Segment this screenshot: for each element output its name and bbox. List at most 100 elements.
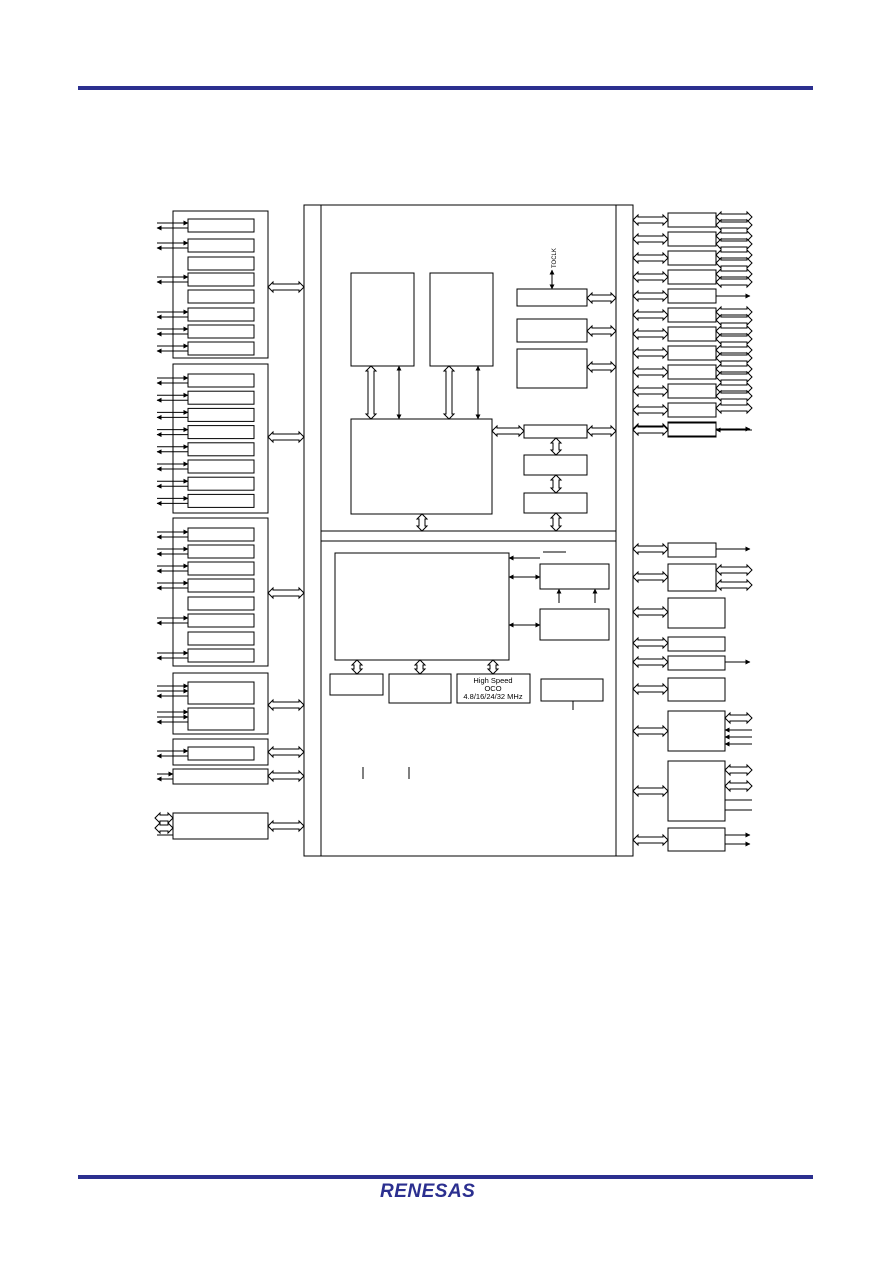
memory-2-bus-arrow: [442, 365, 456, 420]
port-bus-arrow: [632, 346, 669, 360]
timer-block: [516, 288, 588, 307]
port-io-arrow: [715, 256, 753, 270]
bottom-block-main-bus-arrow: [267, 819, 305, 833]
bottom-block-bus-arrow: [154, 821, 174, 835]
serial-block-2: [667, 563, 717, 592]
io-bottom-block: [172, 812, 269, 840]
port-bus-arrow: [632, 365, 669, 379]
group-2-bus-arrow: [267, 430, 305, 444]
io-port-block: [667, 307, 717, 323]
touch-sensor-block: [667, 760, 726, 822]
adc-bus-arrow: [632, 724, 669, 738]
io-port-block: [667, 231, 717, 247]
io-port-block: [667, 288, 717, 304]
io-group-2-block: [187, 407, 255, 422]
dac-bus-arrow: [632, 655, 669, 669]
serial-2-io-arrow: [715, 578, 753, 592]
controller-block-2: [523, 492, 588, 514]
io-group-1-block: [187, 324, 255, 339]
group-5-bus-arrow: [267, 745, 305, 759]
port-bus-arrow: [632, 423, 669, 437]
port-io-arrow: [715, 332, 753, 346]
io-group-2-block: [187, 442, 255, 457]
comparator-bus-arrow: [632, 636, 669, 650]
io-port-block: [667, 269, 717, 285]
io-group-1-block: [187, 256, 255, 271]
io-group-2-frame: [172, 363, 269, 514]
dma-cpu-arrow: [491, 424, 525, 438]
serial-2-io-arrow: [715, 563, 753, 577]
io-group-3-block: [187, 578, 255, 593]
oscillator-label-line3: 4.8/16/24/32 MHz: [463, 692, 522, 701]
io-group-3-block: [187, 613, 255, 628]
io-group-4-frame: [172, 672, 269, 735]
left-peripheral-column: [154, 210, 305, 840]
peripheral-a-bus-arrow: [586, 324, 617, 338]
io-group-1-block: [187, 341, 255, 356]
io-group-2-block: [187, 390, 255, 405]
port-io-arrow: [715, 389, 753, 403]
right-peripheral-column: [632, 210, 753, 852]
port-bus-arrow: [632, 232, 669, 246]
group-3-bus-arrow: [267, 586, 305, 600]
port-bus-arrow: [632, 213, 669, 227]
group-4-bus-arrow: [267, 698, 305, 712]
io-group-2-block: [187, 476, 255, 491]
core-section-frame: [320, 204, 617, 532]
io-group-1-frame: [172, 210, 269, 359]
lcd-bus-arrow: [632, 833, 669, 847]
clock-source-block-1: [329, 673, 384, 696]
io-port-block: [667, 250, 717, 266]
port-io-arrow: [715, 313, 753, 327]
adc-block: [667, 710, 726, 752]
vco-pin-label: TOCLK: [552, 248, 558, 268]
io-group-2-block: [187, 493, 255, 508]
io-port-block: [667, 212, 717, 228]
watchdog-block: [540, 678, 604, 702]
crc-block: [667, 677, 726, 702]
oco-link: [486, 659, 500, 675]
serial-2-bus-arrow: [632, 570, 669, 584]
io-group-2-block: [187, 373, 255, 388]
memory-block-2: [429, 272, 494, 367]
io-group-1-block: [187, 218, 255, 233]
io-port-block: [667, 421, 717, 437]
io-port-block: [667, 345, 717, 361]
io-group-1-block: [187, 272, 255, 287]
lcd-block: [667, 827, 726, 852]
serial-block-1: [667, 542, 717, 558]
touch-io-arrow: [724, 779, 753, 793]
single-block-bus-arrow: [267, 769, 305, 783]
io-port-block: [667, 383, 717, 399]
right-internal-bus: [615, 204, 634, 857]
port-io-arrow: [715, 237, 753, 251]
clock-section: [320, 540, 617, 857]
io-port-block: [667, 422, 717, 438]
peripheral-block-b: [516, 348, 588, 389]
cpu-bus-arrow: [415, 513, 429, 532]
crc-bus-arrow: [632, 682, 669, 696]
port-bus-arrow: [632, 403, 669, 417]
controller-block-1: [523, 454, 588, 476]
timer-bus-arrow: [586, 291, 617, 305]
io-group-3-frame: [172, 517, 269, 667]
dma-link-arrow-1: [549, 437, 563, 456]
memory-block-1: [350, 272, 415, 367]
io-port-block: [667, 326, 717, 342]
bottom-block-bus-arrow: [154, 811, 174, 825]
port-bus-arrow: [632, 270, 669, 284]
dac-block: [667, 655, 726, 671]
io-group-1-block: [187, 238, 255, 253]
header-rule: [78, 86, 813, 90]
port-io-arrow: [715, 351, 753, 365]
port-bus-arrow: [632, 327, 669, 341]
io-group-1-block: [187, 307, 255, 322]
comparator-block: [667, 636, 726, 652]
footer-rule: [78, 1175, 813, 1179]
port-io-arrow: [715, 401, 753, 415]
analog-block: [667, 597, 726, 629]
oscillator-label-line1: High Speed: [473, 676, 512, 685]
group-1-bus-arrow: [267, 280, 305, 294]
port-bus-arrow: [632, 289, 669, 303]
